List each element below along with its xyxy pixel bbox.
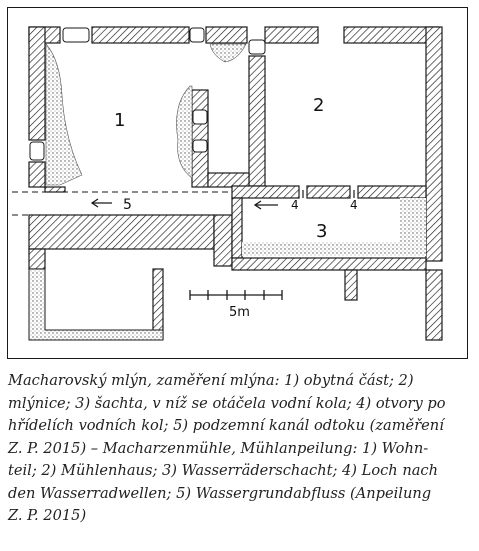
caption-line: teil; 2) Mühlenhaus; 3) Wasserräderschac…	[8, 462, 439, 479]
hole-label-left: 4	[291, 198, 299, 212]
caption-line: Macharovský mlýn, zaměření mlýna: 1) oby…	[8, 372, 414, 389]
caption-line: den Wasserradwellen; 5) Wassergrundabflu…	[8, 484, 432, 502]
room-2-walls	[264, 26, 443, 262]
caption-line: mlýnice; 3) šachta, v níž se otáčela vod…	[8, 394, 446, 412]
hole-label-right: 4	[350, 198, 358, 212]
flow-arrows	[90, 198, 278, 210]
scale-label: 5m	[229, 305, 250, 320]
room-1-rubble	[45, 43, 247, 186]
floor-plan: 1 2 3 4 4 5 5m	[12, 26, 443, 341]
shaft-3-rubble	[242, 198, 426, 256]
caption-line: Z. P. 2015)	[8, 507, 87, 524]
caption-line: hřídelích vodních kol; 5) podzemní kanál…	[8, 417, 444, 434]
canal-label: 5	[123, 197, 132, 213]
figure-caption: Macharovský mlýn, zaměření mlýna: 1) oby…	[8, 370, 474, 528]
room-1-label: 1	[114, 110, 125, 131]
wall-stones	[29, 27, 266, 161]
lower-stipple-wall	[28, 268, 164, 341]
room-3-label: 3	[316, 221, 327, 242]
caption-line: Z. P. 2015) – Macharzenmühle, Mühlanpeil…	[8, 439, 429, 457]
canal-walls	[28, 186, 233, 270]
hole-markers	[302, 190, 355, 198]
scale-bar	[189, 290, 283, 300]
lower-walls	[152, 268, 443, 341]
shaft-3-walls	[231, 185, 427, 271]
room-2-label: 2	[313, 95, 324, 116]
canal-axis	[12, 191, 232, 216]
